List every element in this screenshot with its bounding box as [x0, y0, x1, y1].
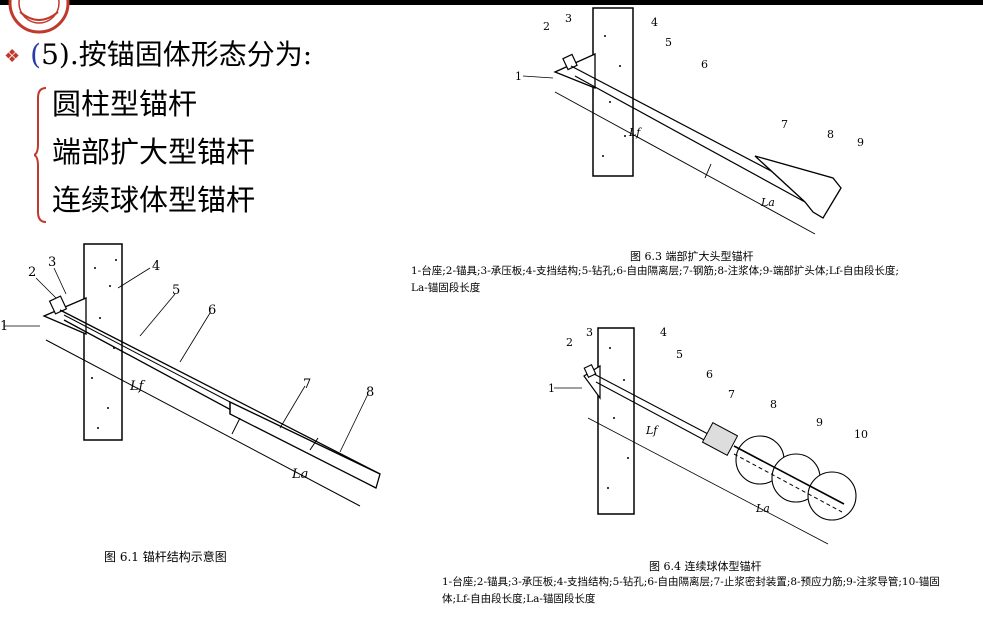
heading-paren: ( — [30, 38, 42, 71]
fig64-label-4: 4 — [660, 326, 667, 339]
fig63-label-1: 1 — [515, 70, 522, 83]
fig63-legend-line: 1-台座;2-锚具;3-承压板;4-支挡结构;5-钻孔;6-自由隔离层;7-钢筋… — [411, 265, 899, 277]
fig61-label-3: 3 — [48, 255, 56, 270]
fig61-label-4: 4 — [152, 259, 160, 274]
fig63-label-7: 7 — [781, 118, 788, 131]
fig61-label-6: 6 — [208, 303, 216, 318]
list-item: 连续球体型锚杆 — [52, 183, 256, 217]
fig61-label-5: 5 — [172, 283, 180, 298]
anchor-type-list: 圆柱型锚杆 端部扩大型锚杆 连续球体型锚杆 — [52, 80, 255, 224]
figure-6-4: 1 2 3 4 5 6 7 8 9 10 Lf La — [548, 326, 868, 545]
fig64-legend-line: 体;Lf-自由段长度;La-锚固段长度 — [442, 593, 596, 605]
fig64-legend-line: 1-台座;2-锚具;3-承压板;4-支挡结构;5-钻孔;6-自由隔离层;7-止浆… — [442, 576, 940, 588]
fig64-la-label: La — [755, 502, 770, 515]
list-item: 圆柱型锚杆 — [52, 87, 198, 121]
heading-text: 5).按锚固体形态分为: — [41, 38, 313, 71]
list-item: 端部扩大型锚杆 — [52, 135, 256, 169]
university-logo — [8, 0, 70, 34]
fig63-label-9: 9 — [857, 136, 864, 149]
fig63-label-2: 2 — [543, 20, 550, 33]
fig61-label-1: 1 — [0, 319, 8, 334]
fig64-label-6: 6 — [706, 368, 713, 381]
diamond-bullet-icon: ❖ — [4, 45, 21, 67]
fig63-caption: 图 6.3 端部扩大头型锚杆 — [630, 250, 754, 263]
section-heading: ❖ (5).按锚固体形态分为: — [4, 38, 312, 74]
fig63-label-5: 5 — [665, 36, 672, 49]
fig64-label-2: 2 — [566, 336, 573, 349]
fig61-label-7: 7 — [303, 377, 311, 392]
fig64-caption: 图 6.4 连续球体型锚杆 — [649, 560, 762, 573]
fig61-lf-label: Lf — [129, 379, 146, 394]
top-bar — [0, 0, 983, 5]
figure-6-3: 1 2 3 4 5 6 7 8 9 Lf La — [515, 7, 864, 235]
fig63-label-8: 8 — [827, 128, 834, 141]
fig61-la-label: La — [291, 467, 308, 482]
left-brace — [34, 87, 47, 223]
fig61-label-8: 8 — [366, 385, 374, 400]
fig63-label-6: 6 — [701, 58, 708, 71]
fig64-label-3: 3 — [586, 326, 593, 339]
fig63-label-3: 3 — [565, 12, 572, 25]
fig61-label-2: 2 — [28, 265, 36, 280]
fig64-label-8: 8 — [770, 398, 777, 411]
fig63-la-label: La — [760, 196, 775, 209]
fig64-lf-label: Lf — [645, 424, 659, 437]
fig64-label-10: 10 — [854, 428, 868, 441]
fig63-legend-line: La-锚固段长度 — [411, 282, 481, 294]
fig64-label-1: 1 — [548, 382, 555, 395]
fig64-legend: 1-台座;2-锚具;3-承压板;4-支挡结构;5-钻孔;6-自由隔离层;7-止浆… — [442, 574, 940, 608]
fig63-lf-label: Lf — [628, 126, 642, 139]
fig61-caption: 图 6.1 锚杆结构示意图 — [104, 550, 227, 564]
fig63-legend: 1-台座;2-锚具;3-承压板;4-支挡结构;5-钻孔;6-自由隔离层;7-钢筋… — [411, 263, 899, 297]
fig64-label-7: 7 — [728, 388, 735, 401]
figure-6-1: 1 2 3 4 5 6 7 8 Lf La — [0, 243, 381, 507]
fig64-label-5: 5 — [676, 348, 683, 361]
fig64-label-9: 9 — [816, 416, 823, 429]
fig63-label-4: 4 — [651, 16, 658, 29]
